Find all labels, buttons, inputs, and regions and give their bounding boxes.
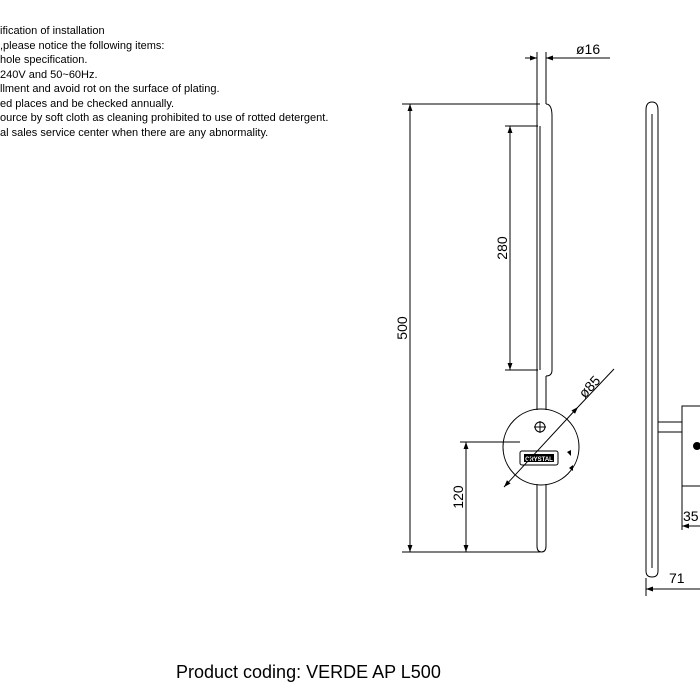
middle-rod	[536, 370, 547, 410]
upper-rod	[536, 60, 547, 104]
dim-light-length: 280	[494, 236, 510, 260]
note-line: al sales service center when there are a…	[0, 126, 269, 139]
note-line: llment and avoid rot on the surface of p…	[0, 83, 220, 95]
dim-total-height: 500	[394, 316, 410, 340]
dim-mount-height: 120	[450, 485, 466, 509]
note-line: ,please notice the following items:	[0, 39, 165, 52]
side-view	[645, 101, 700, 578]
front-view	[502, 60, 580, 553]
screw-icon	[534, 421, 546, 433]
lower-rod	[536, 484, 547, 553]
dim-depth: 71	[669, 570, 685, 586]
dim-rod-diameter: ø16	[576, 41, 600, 57]
light-bar	[536, 103, 553, 377]
note-line: ed places and be checked annually.	[0, 97, 175, 110]
side-wall-mount	[681, 405, 700, 487]
note-line: ification of installation	[0, 25, 105, 37]
side-lamp-body	[645, 101, 659, 578]
front-dimensions	[402, 52, 615, 553]
side-connector	[658, 421, 682, 433]
note-line: 240V and 50~60Hz.	[0, 68, 98, 81]
installation-notes: ification of installation ,please notice…	[0, 24, 328, 140]
dim-85-leader	[503, 406, 579, 488]
note-line: ource by soft cloth as cleaning prohibit…	[0, 112, 329, 124]
dim-85-tail	[577, 368, 615, 408]
dim-base-diameter: ø85	[575, 372, 603, 401]
note-line: hole specification.	[0, 54, 88, 66]
product-caption: Product coding: VERDE AP L500	[176, 662, 441, 682]
dim-base-depth: 35	[683, 508, 699, 524]
side-dimensions	[645, 486, 700, 596]
